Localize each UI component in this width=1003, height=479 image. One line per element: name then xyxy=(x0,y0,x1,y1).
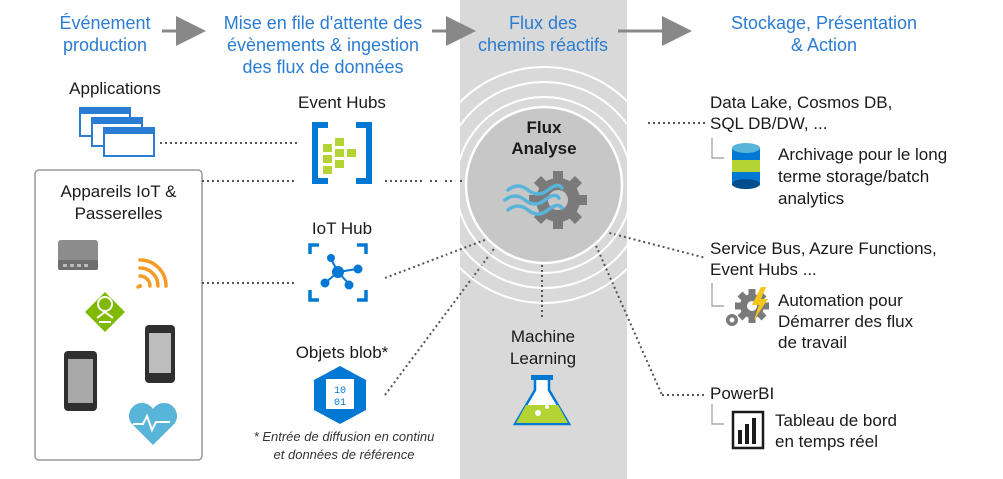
stream-analytics-title: Flux Analyse xyxy=(511,118,577,158)
header-event-production: Événement production xyxy=(59,13,151,55)
iot-hub-icon xyxy=(308,243,368,302)
automation-icon xyxy=(726,287,769,326)
powerbi-title: PowerBI xyxy=(710,384,775,403)
header-storage-action: Stockage, Présentation & Action xyxy=(730,13,918,55)
storage-title: Data Lake, Cosmos DB, SQL DB/DW, ... xyxy=(710,93,893,133)
header-stream-processing: Flux des chemins réactifs xyxy=(477,13,609,55)
applications-label: Applications xyxy=(69,79,161,98)
storage-description: Archivage pour le long terme storage/bat… xyxy=(778,145,948,208)
service-bus-title: Service Bus, Azure Functions, Event Hubs… xyxy=(710,239,937,279)
svg-text:10: 10 xyxy=(334,386,346,397)
phone-icon xyxy=(64,325,175,411)
gateway-icon xyxy=(85,292,125,332)
powerbi-description: Tableau de bord en temps réel xyxy=(775,411,897,451)
event-hubs-icon xyxy=(312,122,372,184)
stream-analytics-icon xyxy=(503,171,587,229)
applications-icon xyxy=(79,107,155,157)
iot-devices-label: Appareils IoT & Passerelles xyxy=(60,182,177,223)
machine-learning-label: Machine Learning xyxy=(509,327,577,368)
router-icon xyxy=(58,240,98,270)
blob-icon: 10 01 xyxy=(314,366,366,424)
iot-hub-label: IoT Hub xyxy=(311,219,373,238)
output-brackets xyxy=(711,138,724,425)
heart-monitor-icon xyxy=(128,402,178,445)
svg-text:01: 01 xyxy=(334,398,346,409)
header-queueing-ingestion: Mise en file d'attente des évènements & … xyxy=(223,13,423,77)
event-hubs-label: Event Hubs xyxy=(298,93,386,112)
wifi-icon xyxy=(136,258,168,289)
connectors xyxy=(160,122,707,396)
machine-learning-icon xyxy=(512,375,572,426)
blob-label: Objets blob* xyxy=(295,343,389,362)
database-icon xyxy=(732,143,760,189)
powerbi-icon xyxy=(731,410,765,450)
footnote: * Entrée de diffusion en continu et donn… xyxy=(253,429,435,462)
automation-description: Automation pour Démarrer des flux de tra… xyxy=(778,291,914,352)
